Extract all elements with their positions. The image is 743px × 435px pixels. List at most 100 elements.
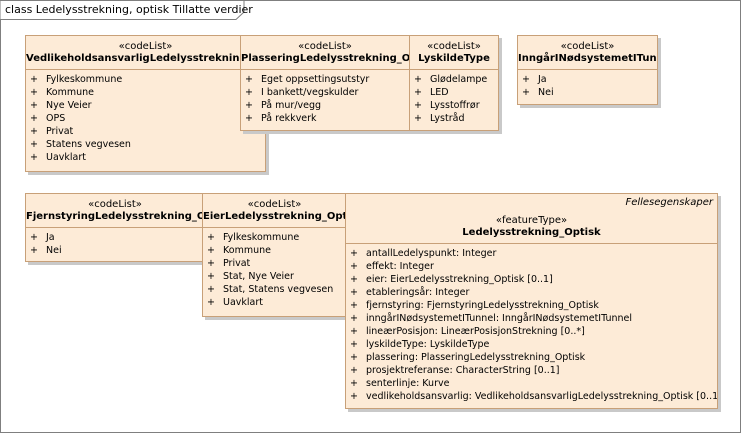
class-header: «codeList»InngårINødsystemetITunnel bbox=[518, 36, 657, 70]
class-name: EierLedelysstrekning_Optisk bbox=[203, 211, 346, 222]
public-visibility-icon: + bbox=[414, 74, 422, 85]
attribute-item: + Nye Veier bbox=[26, 99, 265, 112]
public-visibility-icon: + bbox=[350, 261, 358, 272]
attribute-item: +Eget oppsettingsutstyr bbox=[241, 73, 409, 86]
public-visibility-icon: + bbox=[207, 245, 215, 256]
class-header: «codeList»PlasseringLedelysstrekning_Opt… bbox=[241, 36, 409, 70]
attribute-item: + Fylkeskommune bbox=[203, 231, 346, 244]
attribute-item: +Ja bbox=[518, 73, 657, 86]
attribute-item: +I bankett/vegskulder bbox=[241, 86, 409, 99]
attribute-list: +Fylkeskommune+Kommune+Nye Veier+OPS+Pri… bbox=[26, 70, 265, 164]
public-visibility-icon: + bbox=[30, 87, 38, 98]
attribute-text: Privat bbox=[46, 126, 74, 137]
attribute-text: OPS bbox=[46, 113, 66, 124]
attribute-item: + eier: EierLedelysstrekning_Optisk [0..1… bbox=[346, 273, 717, 286]
stereotype-label: «codeList» bbox=[427, 41, 481, 52]
public-visibility-icon: + bbox=[522, 74, 530, 85]
public-visibility-icon: + bbox=[207, 284, 215, 295]
attribute-text: effekt: Integer bbox=[366, 261, 434, 272]
attribute-list: +Ja+Nei bbox=[518, 70, 657, 99]
attribute-item: +OPS bbox=[26, 112, 265, 125]
public-visibility-icon: + bbox=[350, 300, 358, 311]
attribute-item: +inngårINødsystemetITunnel: InngårINødsy… bbox=[346, 312, 717, 325]
attribute-item: +etableringsår: Integer bbox=[346, 286, 717, 299]
attribute-text: Nye Veier bbox=[46, 100, 92, 111]
attribute-item: +antallLedelyspunkt: Integer bbox=[346, 247, 717, 260]
class-name: InngårINødsystemetITunnel bbox=[518, 53, 657, 64]
public-visibility-icon: + bbox=[350, 378, 358, 389]
public-visibility-icon: + bbox=[207, 271, 215, 282]
attribute-text: antallLedelyspunkt: Integer bbox=[366, 248, 497, 259]
attribute-text: Stat, Nye Veier bbox=[223, 271, 294, 282]
class-name: LyskildeType bbox=[418, 53, 490, 64]
attribute-item: +Privat bbox=[26, 125, 265, 138]
attribute-text: Uavklart bbox=[46, 152, 86, 163]
attribute-item: + Fylkeskommune bbox=[26, 73, 265, 86]
attribute-item: +Nei bbox=[26, 244, 204, 257]
public-visibility-icon: + bbox=[414, 87, 422, 98]
public-visibility-icon: + bbox=[350, 365, 358, 376]
attribute-text: eier: EierLedelysstrekning_Optisk [0..1] bbox=[366, 274, 553, 285]
codelist-plassering[interactable]: «codeList»PlasseringLedelysstrekning_Opt… bbox=[240, 35, 410, 131]
attribute-item: + Kommune bbox=[26, 86, 265, 99]
stereotype-label: «codeList» bbox=[247, 199, 302, 210]
featuretype-ledelysstrekning-optisk[interactable]: Fellesegenskaper«featureType»Ledelysstre… bbox=[345, 193, 718, 409]
attribute-item: +Lysstoffrør bbox=[410, 99, 498, 112]
public-visibility-icon: + bbox=[350, 274, 358, 285]
attribute-text: vedlikeholdsansvarlig: Vedlikeholdsansva… bbox=[366, 391, 718, 402]
class-name: PlasseringLedelysstrekning_Optisk bbox=[241, 53, 409, 64]
attribute-item: +Privat bbox=[203, 257, 346, 270]
attribute-text: fjernstyring: FjernstyringLedelysstrekni… bbox=[366, 300, 599, 311]
public-visibility-icon: + bbox=[350, 313, 358, 324]
attribute-text: Lystråd bbox=[430, 113, 465, 124]
attribute-item: + fjernstyring: FjernstyringLedelysstrekn… bbox=[346, 299, 717, 312]
attribute-item: +vedlikeholdsansvarlig: Vedlikeholdsansv… bbox=[346, 390, 717, 403]
codelist-vedlikeholdsansvarlig[interactable]: «codeList»VedlikeholdsansvarligLedelysst… bbox=[25, 35, 266, 172]
public-visibility-icon: + bbox=[245, 100, 253, 111]
attribute-text: Nei bbox=[46, 245, 62, 256]
attribute-item: +Statens vegvesen bbox=[26, 138, 265, 151]
stereotype-label: «codeList» bbox=[560, 41, 615, 52]
class-name: FjernstyringLedelysstrekning_Optisk bbox=[26, 211, 204, 222]
stereotype-label: «codeList» bbox=[118, 41, 173, 52]
attribute-item: + På mur/vegg bbox=[241, 99, 409, 112]
attribute-text: senterlinje: Kurve bbox=[366, 378, 450, 389]
attribute-text: Kommune bbox=[46, 87, 94, 98]
attribute-text: På rekkverk bbox=[261, 113, 317, 124]
public-visibility-icon: + bbox=[350, 326, 358, 337]
public-visibility-icon: + bbox=[30, 152, 38, 163]
attribute-item: +Stat, Statens vegvesen bbox=[203, 283, 346, 296]
attribute-text: Fylkeskommune bbox=[46, 74, 123, 85]
attribute-item: +lyskildeType: LyskildeType bbox=[346, 338, 717, 351]
public-visibility-icon: + bbox=[245, 74, 253, 85]
attribute-text: Fylkeskommune bbox=[223, 232, 300, 243]
attribute-text: LED bbox=[430, 87, 449, 98]
attribute-text: Glødelampe bbox=[430, 74, 488, 85]
attribute-item: +Kommune bbox=[203, 244, 346, 257]
frame-title: class Ledelysstrekning, optisk Tillatte … bbox=[5, 3, 253, 16]
attribute-text: På mur/vegg bbox=[261, 100, 322, 111]
attribute-item: + LED bbox=[410, 86, 498, 99]
class-header: «codeList»FjernstyringLedelysstrekning_O… bbox=[26, 194, 204, 228]
attribute-text: plassering: PlasseringLedelysstrekning_O… bbox=[366, 352, 586, 363]
public-visibility-icon: + bbox=[350, 352, 358, 363]
attribute-text: Lysstoffrør bbox=[430, 100, 480, 111]
attribute-item: +lineærPosisjon: LineærPosisjonStrekning… bbox=[346, 325, 717, 338]
codelist-lyskildetype[interactable]: «codeList»LyskildeType + Glødelampe + LED+Ly… bbox=[409, 35, 499, 131]
class-name: VedlikeholdsansvarligLedelysstrekning_Op… bbox=[26, 53, 265, 64]
public-visibility-icon: + bbox=[30, 232, 38, 243]
stereotype-label: «featureType» bbox=[495, 215, 568, 226]
class-header: «codeList»VedlikeholdsansvarligLedelysst… bbox=[26, 36, 265, 70]
attribute-item: + Glødelampe bbox=[410, 73, 498, 86]
attribute-text: Uavklart bbox=[223, 297, 263, 308]
codelist-eier[interactable]: «codeList»EierLedelysstrekning_Optisk + Fy… bbox=[202, 193, 347, 317]
attribute-item: + Stat, Nye Veier bbox=[203, 270, 346, 283]
codelist-fjernstyring[interactable]: «codeList»FjernstyringLedelysstrekning_O… bbox=[25, 193, 205, 262]
codelist-inngaar-nodsystemet[interactable]: «codeList»InngårINødsystemetITunnel+Ja+N… bbox=[517, 35, 658, 105]
attribute-list: +antallLedelyspunkt: Integer+effekt: Int… bbox=[346, 244, 717, 403]
attribute-text: Statens vegvesen bbox=[46, 139, 131, 150]
stereotype-label: «codeList» bbox=[298, 41, 352, 52]
class-header: «featureType»Ledelysstrekning_Optisk bbox=[346, 194, 717, 244]
public-visibility-icon: + bbox=[207, 232, 215, 243]
public-visibility-icon: + bbox=[350, 339, 358, 350]
